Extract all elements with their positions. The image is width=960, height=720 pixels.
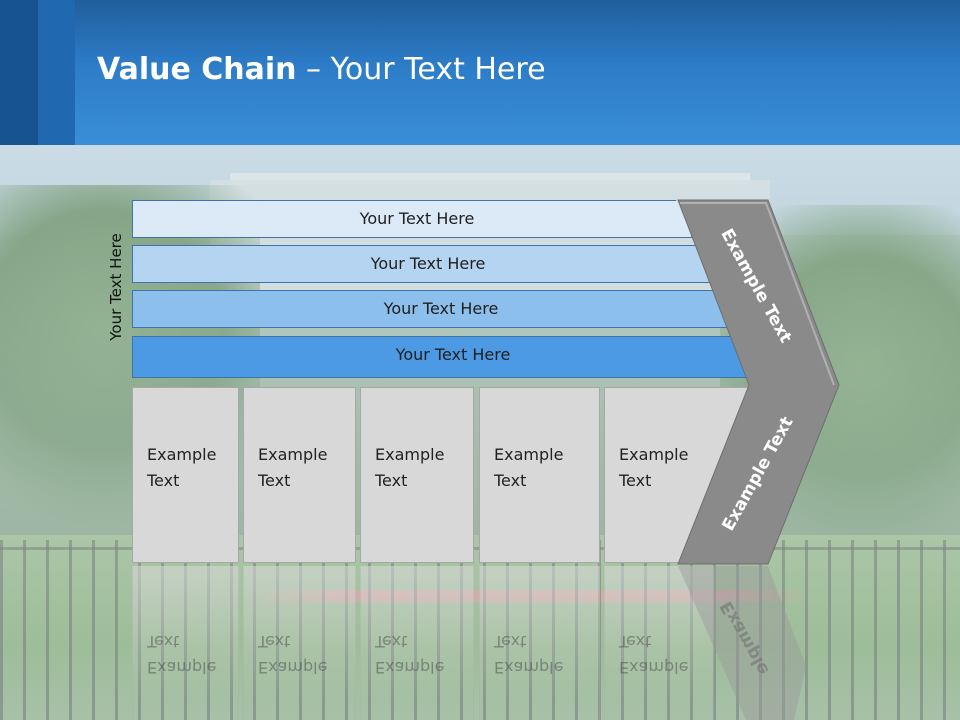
reflection-box-3-label: Example Text [375, 632, 445, 677]
reflection-box-3: Example Text [360, 566, 474, 720]
margin-chevron [677, 199, 840, 565]
header-stripe-dark [0, 0, 38, 145]
margin-chevron-highlight [680, 202, 835, 386]
primary-box-4: Example Text [479, 387, 600, 563]
margin-chevron-shape [677, 199, 840, 565]
support-bar-2: Your Text Here [132, 245, 714, 283]
margin-chevron-reflection-shape [678, 566, 806, 720]
support-bar-1: Your Text Here [132, 200, 692, 238]
support-bar-4-label: Your Text Here [395, 345, 511, 364]
primary-box-1: Example Text [132, 387, 239, 563]
primary-box-1-label: Example Text [147, 445, 217, 490]
support-bar-2-label: Your Text Here [370, 254, 486, 273]
support-bar-4: Your Text Here [132, 336, 764, 378]
primary-box-2-label: Example Text [258, 445, 328, 490]
support-bar-3-label: Your Text Here [383, 299, 499, 318]
primary-box-2: Example Text [243, 387, 356, 563]
primary-box-5-label: Example Text [619, 445, 689, 490]
reflection-box-5: Example Text [604, 566, 714, 720]
title-rest: – Your Text Here [296, 52, 546, 87]
reflection-box-2-label: Example Text [258, 632, 328, 677]
margin-chevron-reflection [678, 566, 806, 720]
primary-box-3-label: Example Text [375, 445, 445, 490]
primary-box-4-label: Example Text [494, 445, 564, 490]
reflection-box-2: Example Text [243, 566, 356, 720]
reflection-box-4: Example Text [479, 566, 600, 720]
reflection-box-4-label: Example Text [494, 632, 564, 677]
support-bar-1-label: Your Text Here [359, 209, 475, 228]
reflection-box-1-label: Example Text [147, 632, 217, 677]
header-banner: Value Chain – Your Text Here [0, 0, 960, 145]
title-bold: Value Chain [97, 52, 297, 87]
reflection-box-1: Example Text [132, 566, 239, 720]
primary-box-3: Example Text [360, 387, 474, 563]
page-title: Value Chain – Your Text Here [97, 52, 546, 87]
side-label: Your Text Here [107, 233, 125, 341]
support-bar-3: Your Text Here [132, 290, 740, 328]
header-stripe-mid [38, 0, 75, 145]
